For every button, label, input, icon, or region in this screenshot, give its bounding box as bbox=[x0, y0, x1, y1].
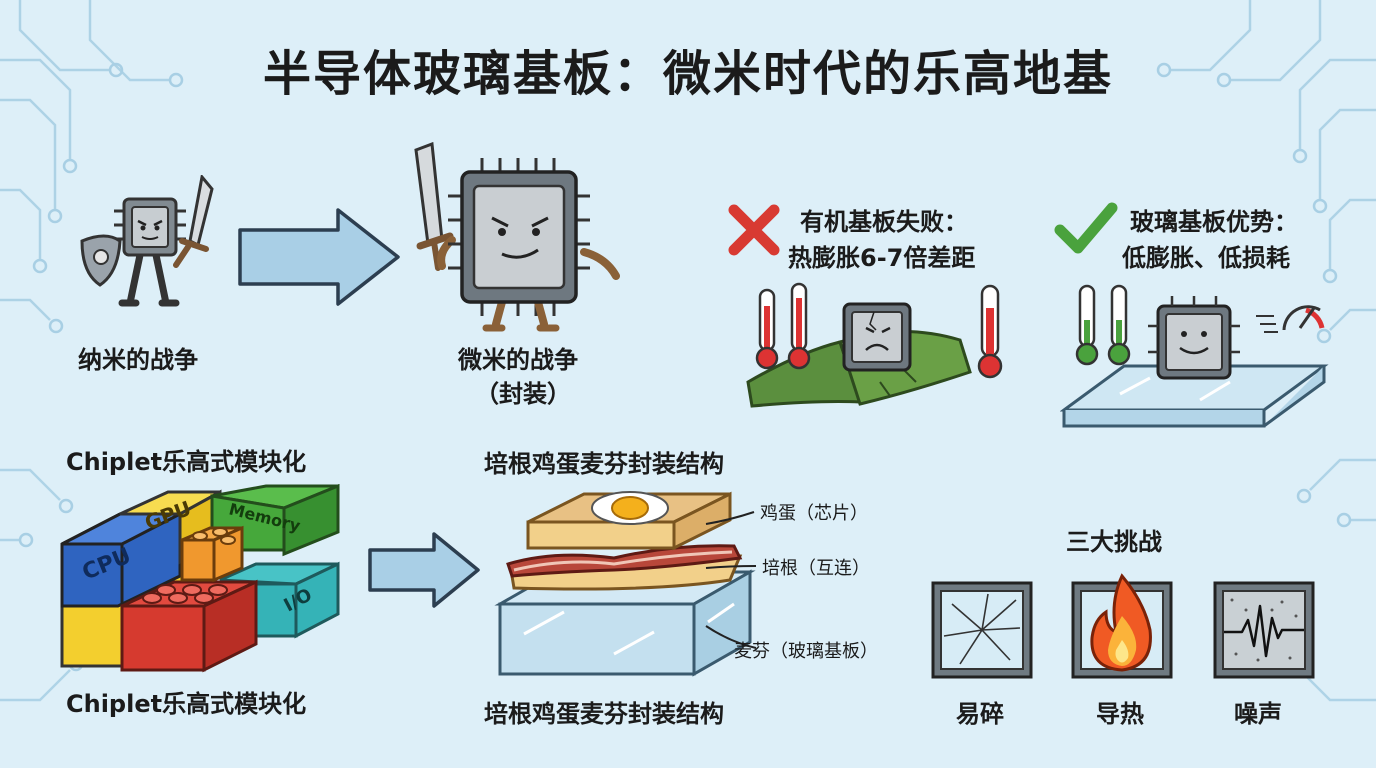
nano-war-label: 纳米的战争 bbox=[78, 346, 198, 374]
micro-war-sublabel: （封装） bbox=[475, 380, 571, 408]
lego-chiplets-icon: CPU GPU Memory I/O bbox=[60, 484, 340, 673]
challenge-fragile: 易碎 bbox=[956, 700, 1004, 728]
challenge-thermal: 导热 bbox=[1096, 700, 1144, 728]
arrow-right-icon bbox=[368, 532, 480, 608]
sandwich-label-bottom: 培根鸡蛋麦芬封装结构 bbox=[484, 700, 724, 728]
check-mark-icon bbox=[1054, 202, 1118, 254]
sandwich-label-top: 培根鸡蛋麦芬封装结构 bbox=[484, 450, 724, 478]
challenges-title: 三大挑战 bbox=[1066, 528, 1162, 556]
muffin-glass-label: 麦芬（玻璃基板） bbox=[734, 641, 878, 662]
callout-lines bbox=[705, 511, 757, 649]
giant-chip-icon bbox=[414, 142, 620, 332]
micro-war-label: 微米的战争 bbox=[458, 346, 578, 374]
glass-substrate-icon bbox=[1060, 284, 1329, 428]
cracked-glass-icon bbox=[931, 581, 1033, 679]
egg-chip-label: 鸡蛋（芯片） bbox=[760, 503, 868, 524]
page-title: 半导体玻璃基板：微米时代的乐高地基 bbox=[262, 46, 1113, 102]
arrow-right-icon bbox=[238, 208, 400, 306]
noise-wave-icon bbox=[1213, 581, 1315, 679]
chiplet-label-bottom: Chiplet乐高式模块化 bbox=[66, 690, 307, 718]
glass-adv-line2: 低膨胀、低损耗 bbox=[1122, 244, 1290, 272]
glass-adv-line1: 玻璃基板优势： bbox=[1130, 208, 1298, 236]
cross-mark-icon bbox=[728, 204, 780, 256]
bacon-interconnect-label: 培根（互连） bbox=[762, 558, 870, 579]
organic-fail-line2: 热膨胀6-7倍差距 bbox=[788, 244, 976, 272]
organic-fail-line1: 有机基板失败： bbox=[800, 208, 968, 236]
chiplet-label-top: Chiplet乐高式模块化 bbox=[66, 448, 307, 476]
warped-substrate-icon bbox=[746, 282, 1003, 408]
fire-icon bbox=[1071, 573, 1173, 679]
sandwich-package-icon bbox=[494, 491, 756, 677]
knight-chip-icon bbox=[80, 175, 214, 307]
challenge-noise: 噪声 bbox=[1234, 700, 1282, 728]
